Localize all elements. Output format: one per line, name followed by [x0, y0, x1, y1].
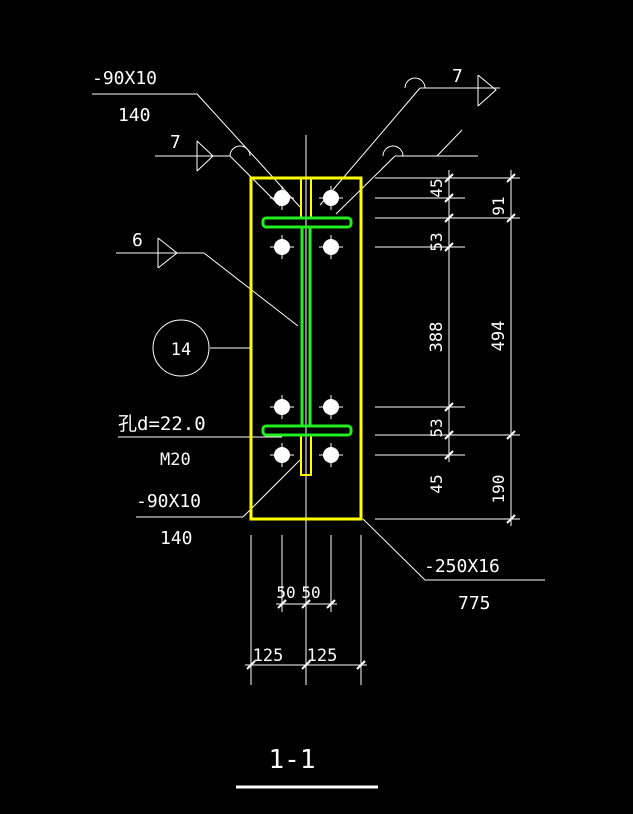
- hole-diameter: 孔d=22.0: [118, 413, 206, 435]
- bottom-plate-length: 140: [160, 528, 193, 549]
- base-plate-length: 775: [458, 593, 491, 614]
- dim-bottom-125-left: 125: [253, 646, 284, 666]
- dim-right-91: 91: [489, 196, 508, 215]
- top-plate-spec: -90X10: [92, 68, 157, 89]
- weld-symbols: [157, 74, 497, 269]
- dim-right-53-top: 53: [427, 232, 446, 251]
- dim-bottom-125-right: 125: [307, 646, 338, 666]
- detail-ref-circle: [152, 319, 210, 377]
- dim-bottom-50-right: 50: [301, 583, 320, 602]
- dim-right-45-bottom: 45: [427, 474, 446, 493]
- bolt-spec: M20: [160, 450, 191, 470]
- extension-lines-bottom: [250, 535, 362, 685]
- dim-right-190: 190: [489, 475, 508, 504]
- top-plate-length: 140: [118, 105, 151, 126]
- dimension-ticks-right: [444, 173, 516, 524]
- bolt-holes: [270, 186, 343, 467]
- bottom-plate-spec: -90X10: [136, 491, 201, 512]
- base-plate-spec: -250X16: [424, 556, 500, 577]
- leader-lines: [92, 87, 545, 581]
- weld-size-top-right: 7: [452, 66, 463, 87]
- dim-right-45-top: 45: [427, 178, 446, 197]
- dim-bottom-50-left: 50: [276, 583, 295, 602]
- dim-right-53-bottom: 53: [427, 418, 446, 437]
- detail-ref-number: 14: [171, 340, 191, 360]
- weld-size-top-left: 7: [170, 132, 181, 153]
- h-section: [261, 216, 353, 437]
- weld-size-left: 6: [132, 230, 143, 251]
- dim-right-494: 494: [489, 321, 509, 352]
- dim-right-388: 388: [427, 322, 447, 353]
- dimension-ticks-bottom: [246, 599, 366, 670]
- section-title: 1-1: [269, 745, 316, 775]
